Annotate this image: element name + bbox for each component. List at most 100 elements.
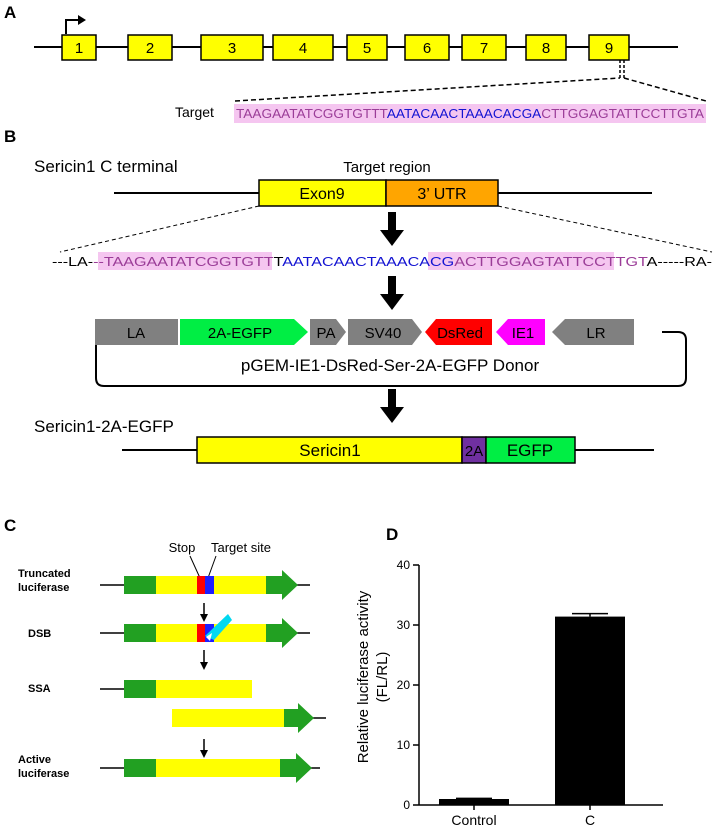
- exon9-label: Exon9: [299, 186, 344, 203]
- dsred-label: DsRed: [437, 325, 483, 342]
- luciferase-arrow-icon: [266, 570, 298, 600]
- luciferase-arrow-icon: [284, 703, 314, 733]
- exon-4-box: [272, 34, 334, 61]
- la-label: LA: [127, 325, 145, 342]
- ie1-box: [496, 319, 545, 345]
- y-tick-label: 10: [397, 738, 411, 752]
- ssa-construct: [100, 680, 326, 733]
- target-highlight: [234, 104, 706, 123]
- exon-8-box: [525, 34, 567, 61]
- stop-label: Stop: [169, 540, 196, 555]
- zoom-line: [623, 77, 707, 102]
- la-box: [95, 319, 178, 345]
- panel-b: B Sericin1 C terminal Target region Exon…: [4, 127, 713, 464]
- utr-label: 3’ UTR: [417, 186, 466, 203]
- egfp-2a-label: 2A-EGFP: [208, 325, 272, 342]
- two-a-box: [461, 436, 487, 464]
- bar-control: [439, 799, 509, 805]
- egfp-label: EGFP: [507, 441, 553, 460]
- sericin1-label: Sericin1: [299, 441, 360, 460]
- exon-5-label: 5: [363, 40, 371, 57]
- pa-label: PA: [317, 325, 336, 342]
- target-region-label: Target region: [343, 159, 431, 176]
- exon-2-box: [127, 34, 173, 61]
- exon-6-label: 6: [423, 40, 431, 57]
- row-label-ssa: SSA: [28, 683, 51, 695]
- utr-box: [385, 179, 499, 207]
- seq-left: TAAGAATATCGGTGTTT: [236, 106, 388, 121]
- target-site: [205, 576, 214, 594]
- seq-blue2: AACACG: [386, 254, 454, 269]
- y-tick-label: 20: [397, 678, 411, 692]
- down-arrow-icon: [380, 389, 404, 423]
- y-tick-label: 0: [403, 798, 410, 812]
- product-title: Sericin1-2A-EGFP: [34, 417, 174, 436]
- seq-highlight-mid: [428, 252, 474, 270]
- egfp-box: [485, 436, 576, 464]
- row-label-active: Active: [18, 754, 51, 766]
- lr-label: LR: [586, 325, 605, 342]
- luciferase-arrow-icon: [266, 618, 298, 648]
- pa-box: [310, 319, 346, 345]
- y-tick-label: 30: [397, 618, 411, 632]
- active-construct: [100, 753, 320, 783]
- lr-box: [552, 319, 634, 345]
- zoom-line: [59, 205, 260, 253]
- stop-codon: [197, 576, 205, 594]
- target-label: Target: [175, 104, 214, 120]
- sericin-c-terminal-title: Sericin1 C terminal: [34, 157, 178, 176]
- exon-1-label: 1: [75, 40, 83, 57]
- sv40-box: [348, 319, 422, 345]
- exon-4-label: 4: [299, 40, 307, 57]
- row-label-dsb: DSB: [28, 628, 51, 640]
- seq-right: CTTGGAGTATTCCTTGTA: [541, 106, 704, 121]
- seq-highlight-right: [474, 252, 614, 270]
- x-tick-label: Control: [451, 812, 496, 828]
- exon-9-label: 9: [605, 40, 613, 57]
- exon-2-label: 2: [146, 40, 154, 57]
- tss-arrow-head-icon: [78, 15, 86, 25]
- row-label-luciferase: luciferase: [18, 582, 69, 594]
- sv40-label: SV40: [365, 325, 402, 342]
- stop-pointer: [189, 555, 201, 579]
- seq-hl-left: --TAAGAATATCGGTGTT: [93, 254, 274, 269]
- seq-hl-right: ACTTGGAGTATTCCTTGT: [454, 254, 648, 269]
- y-axis-label-line1: Relative luciferase activity: [355, 590, 372, 763]
- two-a-label: 2A: [465, 443, 483, 460]
- panel-label-b: B: [4, 127, 16, 146]
- exon-7-box: [461, 34, 507, 61]
- exon-3-label: 3: [228, 40, 236, 57]
- panel-label-a: A: [4, 3, 16, 22]
- row-label-truncated: Truncated: [18, 568, 71, 580]
- exon-6-box: [404, 34, 450, 61]
- seq-t: T: [274, 254, 284, 269]
- seq-mid: AATACAACTAAACACGA: [387, 106, 542, 121]
- tss-arrow-icon: [65, 19, 80, 34]
- panel-c: C Stop Target site Truncated luciferase …: [4, 516, 326, 783]
- sericin1-box: [196, 436, 463, 464]
- exon-8-label: 8: [542, 40, 550, 57]
- seq-a: A: [647, 254, 658, 269]
- panel-d: D Relative luciferase activity(FL/RL) 0 1…: [355, 525, 663, 828]
- y-axis-label-line2: (FL/RL): [374, 652, 391, 703]
- truncated-construct: [100, 570, 310, 600]
- y-axis-label: Relative luciferase activity(FL/RL): [355, 590, 391, 763]
- exon-3-box: [200, 34, 264, 61]
- down-arrow-icon: [380, 212, 404, 246]
- down-arrow-icon: [380, 276, 404, 310]
- cut-point-icon: [206, 633, 212, 641]
- seq-la: ---LA-: [52, 254, 93, 269]
- panel-label-d: D: [386, 525, 398, 544]
- x-tick-label: C: [585, 812, 595, 828]
- row-label-active-luciferase: luciferase: [18, 768, 69, 780]
- egfp-2a-box: [180, 319, 308, 345]
- bar-c: [555, 616, 625, 805]
- dsred-box: [425, 319, 492, 345]
- target-site-label: Target site: [211, 540, 271, 555]
- seq-ra: -----RA-: [657, 254, 712, 269]
